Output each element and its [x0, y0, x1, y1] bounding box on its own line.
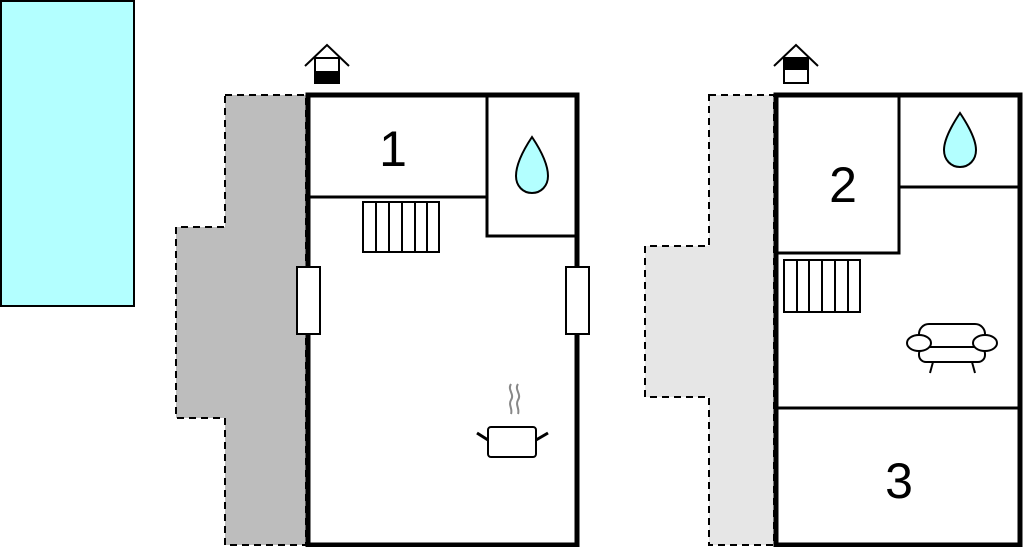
water-drop-icon — [514, 135, 550, 195]
room-2: 2 — [776, 95, 901, 255]
room-label-1: 1 — [379, 121, 407, 177]
pool — [0, 0, 135, 307]
window-icon — [296, 266, 321, 335]
water-drop-icon — [942, 111, 978, 169]
terrace-ground — [175, 94, 307, 546]
entrance-icon — [773, 43, 819, 84]
stairs-icon — [783, 259, 861, 313]
window-icon — [565, 266, 590, 335]
cooking-pot-icon — [476, 383, 549, 458]
room-3: 3 — [776, 406, 1020, 509]
room-label-2: 2 — [829, 157, 857, 213]
terrace-upper — [644, 94, 775, 546]
room-label-3: 3 — [885, 453, 913, 509]
bathroom-upper — [899, 111, 1020, 189]
entrance-icon — [304, 43, 350, 84]
stairs-icon — [362, 201, 440, 253]
bathroom-ground — [485, 135, 577, 238]
sofa-icon — [906, 323, 998, 374]
